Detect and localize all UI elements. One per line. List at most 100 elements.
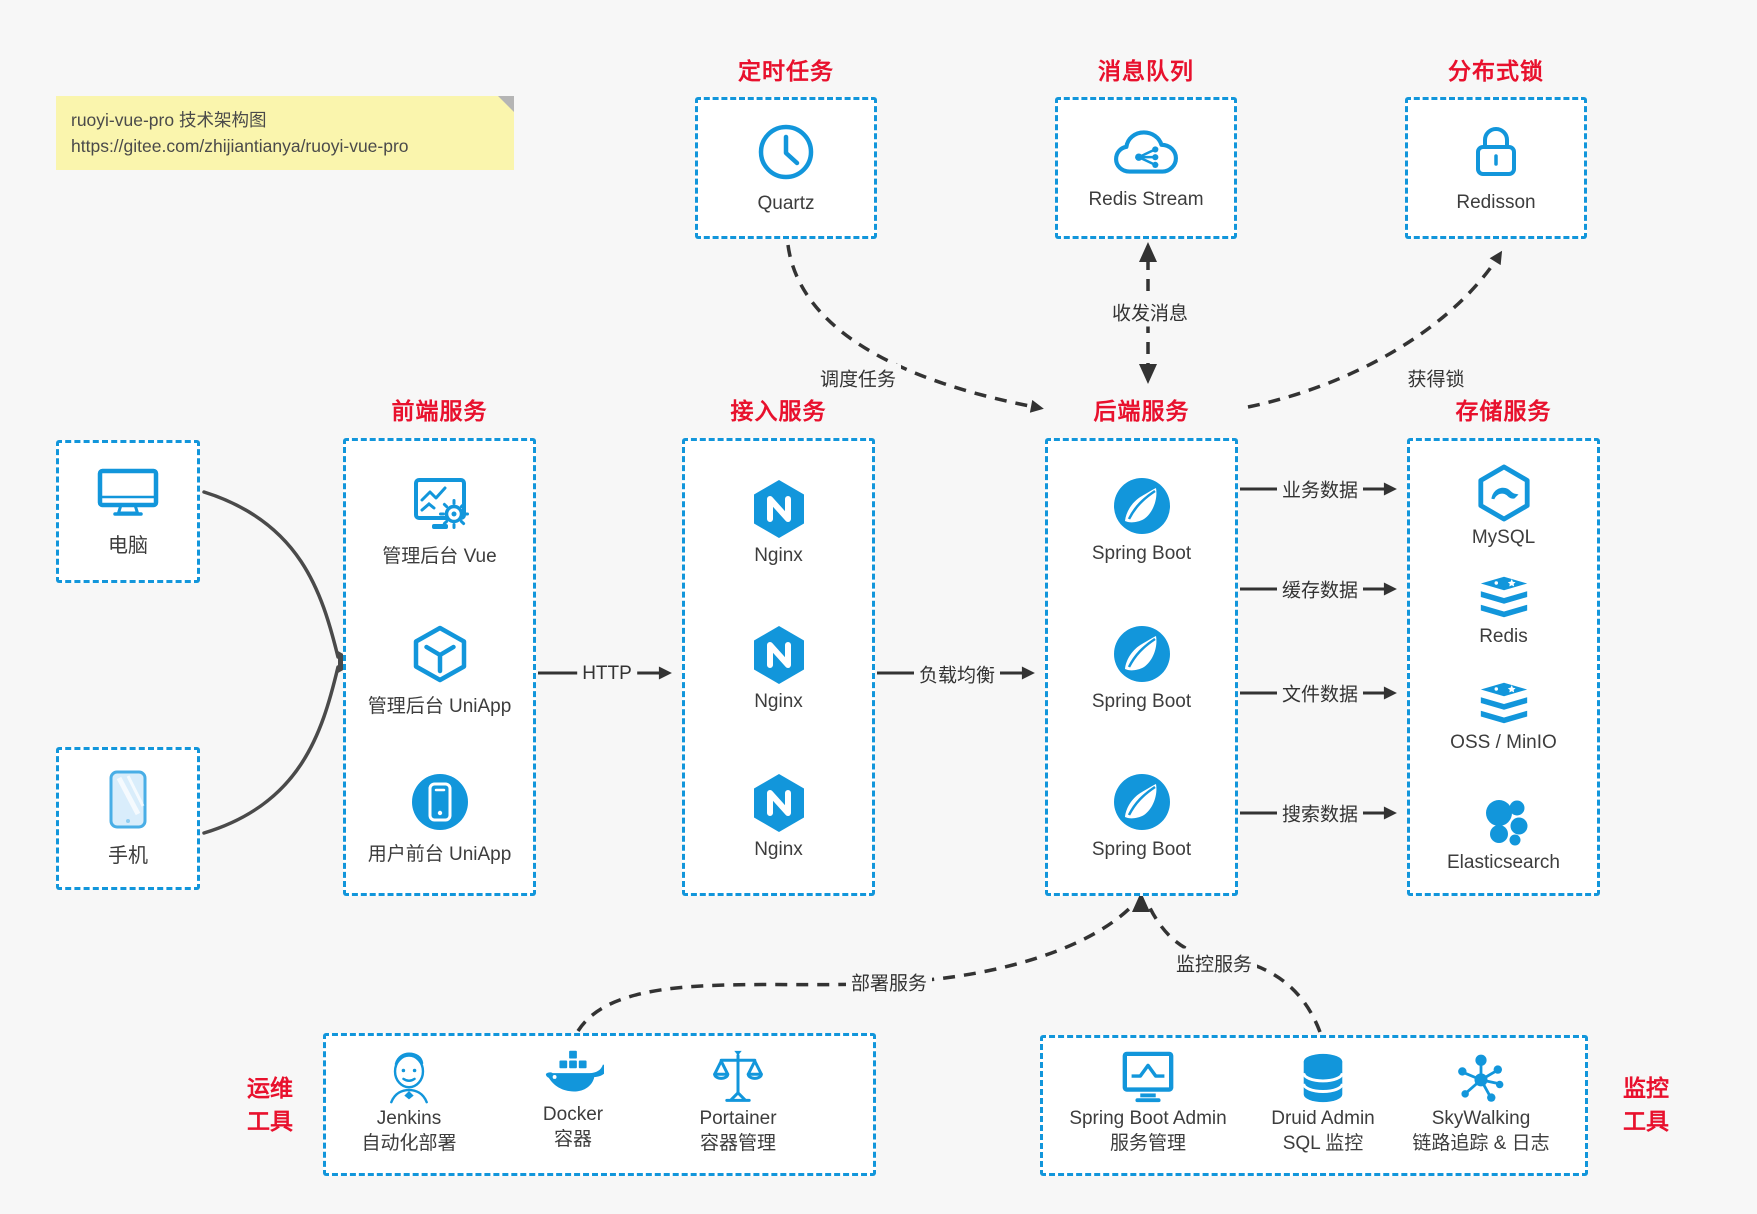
clock-icon <box>755 121 817 183</box>
dlock-box: Redisson <box>1405 97 1587 239</box>
ops-item-name: Jenkins <box>376 1108 442 1129</box>
edge-label-business-data: 业务数据 <box>1276 474 1364 504</box>
elasticsearch-icon <box>1475 793 1533 849</box>
monitoring-item-desc: 链路追踪 & 日志 <box>1412 1133 1550 1154</box>
group-title-access: 接入服务 <box>730 398 827 424</box>
docker-icon <box>542 1048 604 1102</box>
group-title-dlock: 分布式锁 <box>1448 58 1544 84</box>
nginx-icon <box>748 623 810 685</box>
monitoring-item-name: SkyWalking <box>1431 1108 1531 1129</box>
client-mobile-label: 手机 <box>108 845 148 867</box>
storage-item-oss: OSS / MinIO <box>1410 681 1597 754</box>
storage-item-label: Elasticsearch <box>1447 852 1560 873</box>
edge-label-schedule: 调度任务 <box>814 363 902 393</box>
scheduler-box: Quartz <box>695 97 877 239</box>
monitoring-item-skywalking: SkyWalking 链路追踪 & 日志 <box>1381 1050 1581 1156</box>
scheduler-item-label: Quartz <box>757 193 815 214</box>
storage-item-mysql: MySQL <box>1410 463 1597 549</box>
edge-label-message: 收发消息 <box>1106 297 1194 327</box>
dlock-item-label: Redisson <box>1456 192 1536 213</box>
note-fold-corner <box>498 96 514 112</box>
ops-item-desc: 容器 <box>553 1129 592 1150</box>
monitoring-item-sba: Spring Boot Admin 服务管理 <box>1043 1050 1253 1156</box>
edge-label-monitor: 监控服务 <box>1170 948 1258 978</box>
edge-label-lock: 获得锁 <box>1402 363 1470 393</box>
storage-item-label: OSS / MinIO <box>1450 732 1557 753</box>
ops-box: Jenkins 自动化部署 Docker 容器 <box>323 1033 876 1176</box>
jenkins-icon <box>382 1048 436 1106</box>
monitoring-side-label: 监控 工具 <box>1623 1075 1669 1134</box>
backend-item-label: Spring Boot <box>1091 839 1192 860</box>
ops-item-docker: Docker 容器 <box>498 1048 648 1152</box>
group-title-scheduler: 定时任务 <box>738 58 834 84</box>
backend-item-label: Spring Boot <box>1091 691 1192 712</box>
edge-label-file-data: 文件数据 <box>1276 678 1364 708</box>
skywalking-icon <box>1453 1050 1509 1106</box>
frontend-item-uniapp-admin: 管理后台 UniApp <box>346 623 533 718</box>
desktop-icon <box>95 465 161 521</box>
access-item-nginx-2: Nginx <box>685 771 872 861</box>
storage-item-label: MySQL <box>1471 527 1536 548</box>
edge-schedule <box>786 244 1044 413</box>
group-title-mq: 消息队列 <box>1098 58 1194 84</box>
ops-side-label: 运维 工具 <box>247 1075 293 1134</box>
frontend-item-label: 管理后台 Vue <box>382 546 497 567</box>
backend-item-spring-2: Spring Boot <box>1048 771 1235 861</box>
ops-item-name: Portainer <box>699 1108 777 1129</box>
backend-box: Spring Boot Spring Boot Spring Boot <box>1045 438 1238 896</box>
monitoring-item-name: Spring Boot Admin <box>1069 1108 1227 1129</box>
frontend-item-uniapp-user: 用户前台 UniApp <box>346 771 533 866</box>
spring-boot-icon <box>1111 475 1173 537</box>
mq-item-label: Redis Stream <box>1088 189 1204 210</box>
group-title-backend: 后端服务 <box>1093 398 1190 424</box>
note-title: ruoyi-vue-pro 技术架构图 <box>71 110 267 130</box>
monitoring-box: Spring Boot Admin 服务管理 Druid Admin SQL 监… <box>1040 1035 1588 1176</box>
spring-boot-icon <box>1111 623 1173 685</box>
client-pc-label: 电脑 <box>108 535 148 557</box>
lock-icon <box>1468 122 1524 182</box>
frontend-item-label: 管理后台 UniApp <box>367 696 512 717</box>
client-pc-box: 电脑 <box>56 440 200 583</box>
cube-icon <box>409 623 471 685</box>
storage-item-label: Redis <box>1479 626 1528 647</box>
spring-boot-icon <box>1111 771 1173 833</box>
monitoring-item-name: Druid Admin <box>1271 1108 1375 1129</box>
storage-item-redis: Redis <box>1410 575 1597 648</box>
monitoring-item-desc: SQL 监控 <box>1282 1133 1364 1154</box>
portainer-scales-icon <box>710 1048 766 1106</box>
ops-item-desc: 容器管理 <box>699 1133 776 1154</box>
monitoring-item-druid: Druid Admin SQL 监控 <box>1243 1050 1403 1156</box>
edge-label-search-data: 搜索数据 <box>1276 798 1364 828</box>
monitoring-item-desc: 服务管理 <box>1109 1133 1186 1154</box>
edge-label-load-balance: 负载均衡 <box>913 659 1001 689</box>
phone-circle-icon <box>409 771 471 833</box>
redis-stack-icon <box>1476 575 1532 621</box>
access-item-nginx-1: Nginx <box>685 623 872 713</box>
group-title-storage: 存储服务 <box>1455 398 1552 424</box>
frontend-box: 管理后台 Vue 管理后台 UniApp 用户前台 UniApp <box>343 438 536 896</box>
backend-item-label: Spring Boot <box>1091 543 1192 564</box>
mysql-icon <box>1475 463 1533 523</box>
dashed-arrowheads <box>1132 242 1157 912</box>
edge-label-http: HTTP <box>577 662 637 686</box>
spring-boot-admin-icon <box>1119 1050 1177 1106</box>
phone-icon <box>105 769 151 831</box>
edge-lock <box>1247 250 1503 409</box>
nginx-icon <box>748 477 810 539</box>
storage-item-es: Elasticsearch <box>1410 793 1597 874</box>
edge-label-cache-data: 缓存数据 <box>1276 574 1364 604</box>
sticky-note: ruoyi-vue-pro 技术架构图 https://gitee.com/zh… <box>56 96 514 170</box>
group-title-frontend: 前端服务 <box>391 398 488 424</box>
ops-item-jenkins: Jenkins 自动化部署 <box>334 1048 484 1156</box>
ops-item-name: Docker <box>542 1104 604 1125</box>
access-item-nginx-0: Nginx <box>685 477 872 567</box>
ops-item-portainer: Portainer 容器管理 <box>658 1048 818 1156</box>
backend-item-spring-1: Spring Boot <box>1048 623 1235 713</box>
oss-minio-stack-icon <box>1476 681 1532 727</box>
frontend-item-vue: 管理后台 Vue <box>346 475 533 568</box>
storage-box: MySQL Redis <box>1407 438 1600 896</box>
solid-edges <box>538 482 1397 820</box>
cloud-stream-icon <box>1113 125 1179 179</box>
mq-box: Redis Stream <box>1055 97 1237 239</box>
